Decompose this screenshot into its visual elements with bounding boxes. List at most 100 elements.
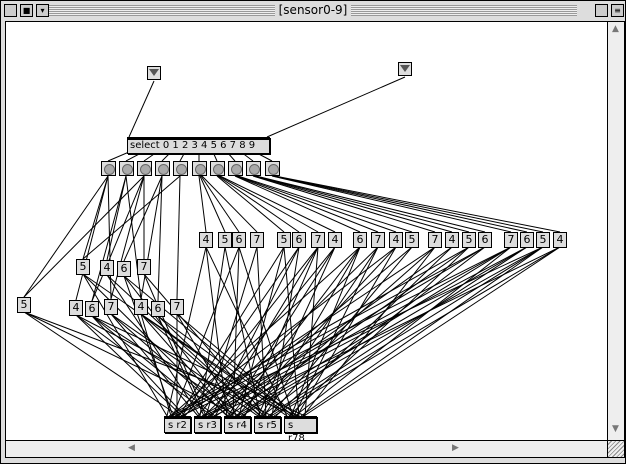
patch-cord: [91, 315, 246, 417]
patch-cord: [293, 246, 379, 417]
message-box[interactable]: 6: [520, 232, 534, 248]
scroll-left-icon[interactable]: ◀: [128, 443, 135, 453]
close-box-icon[interactable]: [4, 4, 17, 17]
send-object[interactable]: s r3: [194, 416, 221, 433]
patch-cord: [106, 274, 261, 417]
message-box[interactable]: 7: [170, 299, 184, 315]
scroll-up-icon[interactable]: ▲: [612, 24, 619, 34]
patch-cord: [157, 315, 205, 417]
resize-grip-icon[interactable]: [607, 440, 625, 458]
patch-cord: [125, 175, 142, 300]
patch-cord: [110, 313, 199, 417]
message-box[interactable]: 5: [76, 259, 90, 275]
collapse-box-icon[interactable]: ≡: [611, 4, 624, 17]
patch-cord: [230, 246, 361, 417]
button-object[interactable]: [265, 161, 280, 176]
patch-cord: [123, 275, 294, 417]
patch-cord: [140, 313, 232, 417]
button-object[interactable]: [119, 161, 134, 176]
patch-cord: [242, 246, 436, 417]
patch-cord: [110, 313, 259, 417]
message-box[interactable]: 4: [199, 232, 213, 248]
patch-cord: [302, 246, 436, 417]
patch-cord: [91, 315, 216, 417]
button-object[interactable]: [173, 161, 188, 176]
title-bar[interactable]: ■ ▾ [sensor0-9] ≡: [1, 1, 625, 20]
patch-cord: [23, 311, 300, 417]
patch-cord: [23, 311, 180, 417]
patch-cord: [201, 175, 258, 233]
message-box[interactable]: 4: [328, 232, 342, 248]
bang-button[interactable]: [147, 66, 161, 80]
message-box[interactable]: 7: [104, 299, 118, 315]
button-object[interactable]: [246, 161, 261, 176]
patch-cords: [23, 76, 561, 417]
message-box[interactable]: 4: [553, 232, 567, 248]
patch-cord: [75, 314, 213, 417]
scroll-down-icon[interactable]: ▼: [612, 424, 619, 434]
message-box[interactable]: 7: [311, 232, 325, 248]
zoom-box-icon[interactable]: [595, 4, 608, 17]
patch-cord: [273, 246, 561, 417]
patch-cord: [91, 175, 145, 302]
message-box[interactable]: 4: [445, 232, 459, 248]
vertical-scrollbar[interactable]: ▲ ▼: [607, 21, 625, 441]
select-object[interactable]: select 0 1 2 3 4 5 6 7 8 9: [127, 137, 270, 154]
message-box[interactable]: 4: [69, 300, 83, 316]
send-object[interactable]: s r78: [284, 416, 317, 440]
message-box[interactable]: 5: [536, 232, 550, 248]
lock-icon[interactable]: ■: [20, 4, 33, 17]
message-box[interactable]: 6: [117, 261, 131, 277]
button-object[interactable]: [192, 161, 207, 176]
patch-cord: [219, 175, 336, 233]
patch-cord: [205, 246, 288, 417]
patch-cord: [23, 175, 109, 298]
patch-cord: [176, 313, 298, 417]
patch-cord: [172, 246, 240, 417]
button-object[interactable]: [228, 161, 243, 176]
scroll-right-icon[interactable]: ▶: [452, 443, 459, 453]
bang-button[interactable]: [398, 62, 412, 76]
patch-cord: [91, 315, 186, 417]
button-object[interactable]: [210, 161, 225, 176]
message-box[interactable]: 4: [100, 260, 114, 276]
message-box[interactable]: 6: [151, 301, 165, 317]
message-box[interactable]: 7: [371, 232, 385, 248]
edit-toggle-icon[interactable]: ▾: [36, 4, 49, 17]
message-box[interactable]: 6: [353, 232, 367, 248]
message-box[interactable]: 7: [504, 232, 518, 248]
patch-cord: [198, 175, 207, 233]
send-object[interactable]: s r4: [224, 416, 251, 433]
patch-cord: [270, 246, 544, 417]
message-box[interactable]: 6: [478, 232, 492, 248]
message-box[interactable]: 7: [428, 232, 442, 248]
patch-cord: [199, 246, 226, 417]
patch-cord: [82, 273, 288, 417]
message-box[interactable]: 6: [292, 232, 306, 248]
message-box[interactable]: 6: [232, 232, 246, 248]
patch-cord: [23, 175, 145, 298]
button-object[interactable]: [155, 161, 170, 176]
patch-cord: [211, 246, 300, 417]
button-object[interactable]: [101, 161, 116, 176]
send-object[interactable]: s r5: [254, 416, 281, 433]
button-object[interactable]: [137, 161, 152, 176]
message-box[interactable]: 5: [405, 232, 419, 248]
message-box[interactable]: 5: [277, 232, 291, 248]
message-box[interactable]: 7: [250, 232, 264, 248]
message-box[interactable]: 4: [134, 299, 148, 315]
message-box[interactable]: 5: [462, 232, 476, 248]
patch-cord: [123, 175, 163, 262]
horizontal-scrollbar[interactable]: ◀ ▶: [5, 440, 608, 458]
message-box[interactable]: 5: [218, 232, 232, 248]
message-box[interactable]: 4: [389, 232, 403, 248]
patch-cord: [168, 246, 470, 417]
patch-cord: [140, 313, 172, 417]
message-box[interactable]: 6: [85, 301, 99, 317]
message-box[interactable]: 7: [137, 259, 151, 275]
patch-cord: [140, 313, 262, 417]
send-object[interactable]: s r2: [164, 416, 191, 433]
message-box[interactable]: 5: [17, 297, 31, 313]
